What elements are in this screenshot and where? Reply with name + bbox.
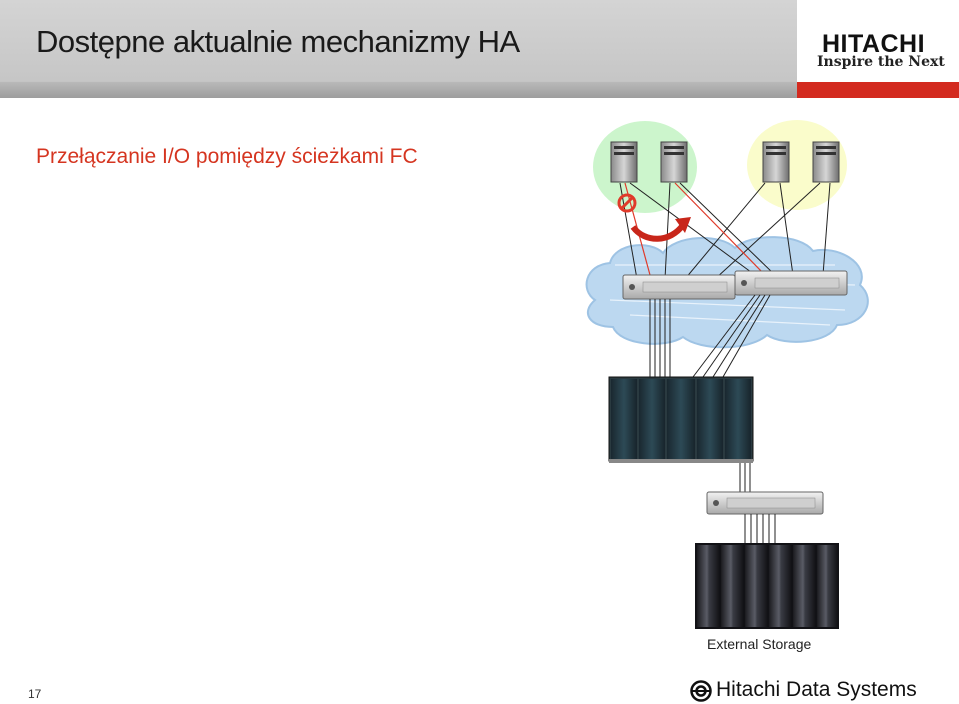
- fc-switch-icon: [622, 274, 736, 300]
- external-storage-label: External Storage: [707, 636, 812, 652]
- blocked-path-icon: [617, 193, 637, 213]
- ha-path-failover-diagram: [585, 120, 869, 629]
- server-icon: [660, 141, 688, 183]
- failover-arrow-icon: [630, 217, 691, 242]
- storage-array-icon: [608, 376, 754, 463]
- fc-switch-icon: [734, 270, 848, 296]
- footer-logo: Hitachi Data Systems: [690, 678, 930, 702]
- title-bar: [0, 0, 797, 98]
- company-name: Hitachi Data Systems: [716, 678, 917, 701]
- logo-red-band: [797, 82, 959, 98]
- page-number: 17: [28, 687, 42, 701]
- server-icon: [610, 141, 638, 183]
- server-icon: [812, 141, 840, 183]
- logo-panel: [797, 0, 959, 98]
- hds-logo-icon: [690, 680, 712, 702]
- switch-storage-paths: [649, 294, 771, 378]
- slide-subtitle: Przełączanie I/O pomiędzy ścieżkami FC: [36, 145, 418, 168]
- hitachi-logo: HITACHI: [822, 30, 926, 58]
- host-fc-paths: [619, 182, 831, 280]
- fc-switch-icon: [706, 491, 824, 515]
- external-storage-icon: [695, 543, 839, 629]
- logo-tagline: Inspire the Next: [817, 54, 945, 70]
- title-bar-shadow: [0, 82, 797, 98]
- storage-switch-paths: [739, 463, 751, 492]
- slide-title: Dostępne aktualnie mechanizmy HA: [36, 24, 520, 59]
- server-icon: [762, 141, 790, 183]
- switch-external-paths: [744, 514, 776, 543]
